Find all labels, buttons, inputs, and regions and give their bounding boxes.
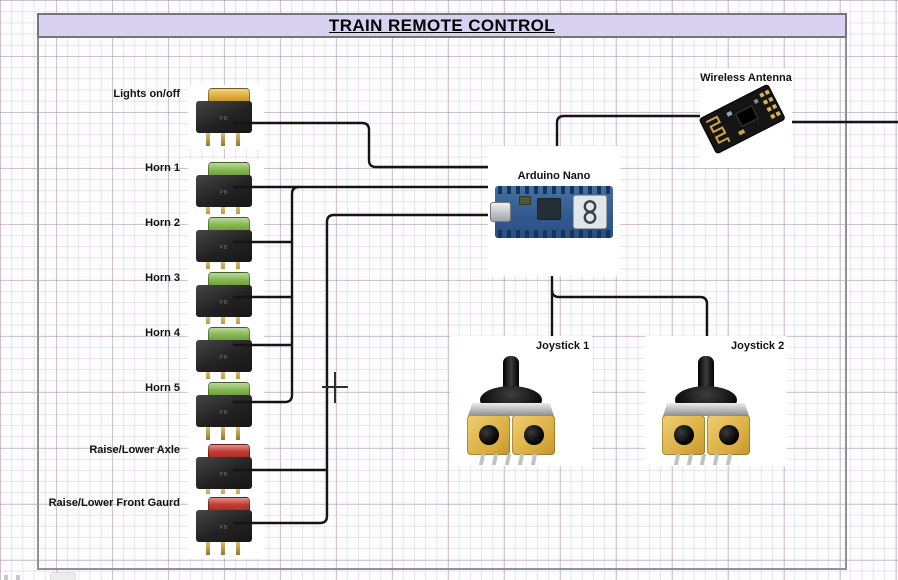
button-pin [221,207,225,220]
button-row-horn3: Horn 3 [40,269,264,339]
joystick-body [466,415,556,455]
joystick-image [466,356,556,465]
diagram-title-bar[interactable]: TRAIN REMOTE CONTROL [37,13,847,38]
button-pin [236,372,240,385]
arduino-logo [573,195,607,229]
button-row-horn1: Horn 1 [40,159,264,229]
button-pin [206,427,210,440]
button-pin [236,262,240,275]
wire-raise-bus[interactable] [233,213,492,525]
button-body [196,510,252,542]
push-button-horn5[interactable] [188,379,264,443]
joystick-image [661,356,751,465]
button-pin [206,372,210,385]
micro-usb-port [490,202,511,222]
antenna-board-image [698,82,791,160]
button-pin [221,372,225,385]
button-body [196,101,252,133]
push-button-front-guard[interactable] [188,494,264,558]
button-pin [221,427,225,440]
button-label: Horn 2 [145,217,180,229]
button-body [196,175,252,207]
button-body [196,457,252,489]
antenna-label: Wireless Antenna [700,72,792,84]
button-label: Horn 4 [145,327,180,339]
wireless-antenna-module[interactable]: Wireless Antenna [698,68,792,168]
joystick1-label: Joystick 1 [536,340,590,352]
joystick-plate [663,403,749,416]
page-nav-arrows[interactable] [4,575,26,580]
arduino-mcu-chip [537,198,561,220]
wire-horn-bus[interactable] [233,185,300,404]
arduino-pin-header [498,230,610,238]
joystick2-label: Joystick 2 [731,340,785,352]
button-pin [206,207,210,220]
joystick-pot [662,415,705,455]
button-pin [236,317,240,330]
page-tab[interactable] [50,572,76,580]
joystick-pot [467,415,510,455]
wire-arduino-to-joystick2[interactable] [550,289,709,340]
push-button-lights[interactable] [188,85,264,149]
button-pin [236,427,240,440]
joystick1-module[interactable]: Joystick 1 [450,336,592,466]
joystick-plate [468,403,554,416]
button-label: Raise/Lower Front Gaurd [48,497,180,509]
diagram-title: TRAIN REMOTE CONTROL [328,15,556,35]
button-row-lights: Lights on/off [40,85,264,155]
button-pin [206,262,210,275]
button-label: Horn 5 [145,382,180,394]
button-pin [206,317,210,330]
button-pin [221,542,225,555]
button-pin [221,262,225,275]
joystick-body [661,415,751,455]
arduino-nano-module[interactable]: Arduino Nano [488,146,620,276]
push-button-image [196,272,252,330]
button-body [196,230,252,262]
push-button-image [196,382,252,440]
button-pin [206,133,210,146]
button-pin [236,207,240,220]
wire-lights-to-arduino[interactable] [233,121,492,169]
button-label: Lights on/off [113,88,180,100]
button-row-horn5: Horn 5 [40,379,264,449]
push-button-horn2[interactable] [188,214,264,278]
button-label: Horn 1 [145,162,180,174]
button-body [196,285,252,317]
button-pin [221,317,225,330]
push-button-image [196,217,252,275]
arduino-pin-header [498,186,610,194]
button-label: Horn 3 [145,272,180,284]
arduino-component [519,196,531,205]
button-label: Raise/Lower Axle [89,444,180,456]
joystick-pot [707,415,750,455]
button-pin [206,542,210,555]
joystick2-module[interactable]: Joystick 2 [645,336,787,466]
push-button-image [196,497,252,555]
button-pin [236,133,240,146]
push-button-image [196,162,252,220]
button-row-front-guard: Raise/Lower Front Gaurd [40,494,264,564]
push-button-horn3[interactable] [188,269,264,333]
push-button-horn1[interactable] [188,159,264,223]
button-row-horn2: Horn 2 [40,214,264,284]
arduino-board-image [490,186,613,238]
joystick-pot [512,415,555,455]
button-body [196,395,252,427]
wire-arduino-to-antenna[interactable] [555,114,704,150]
push-button-image [196,88,252,146]
arduino-label: Arduino Nano [517,170,591,182]
button-pin [221,133,225,146]
button-pin [236,542,240,555]
